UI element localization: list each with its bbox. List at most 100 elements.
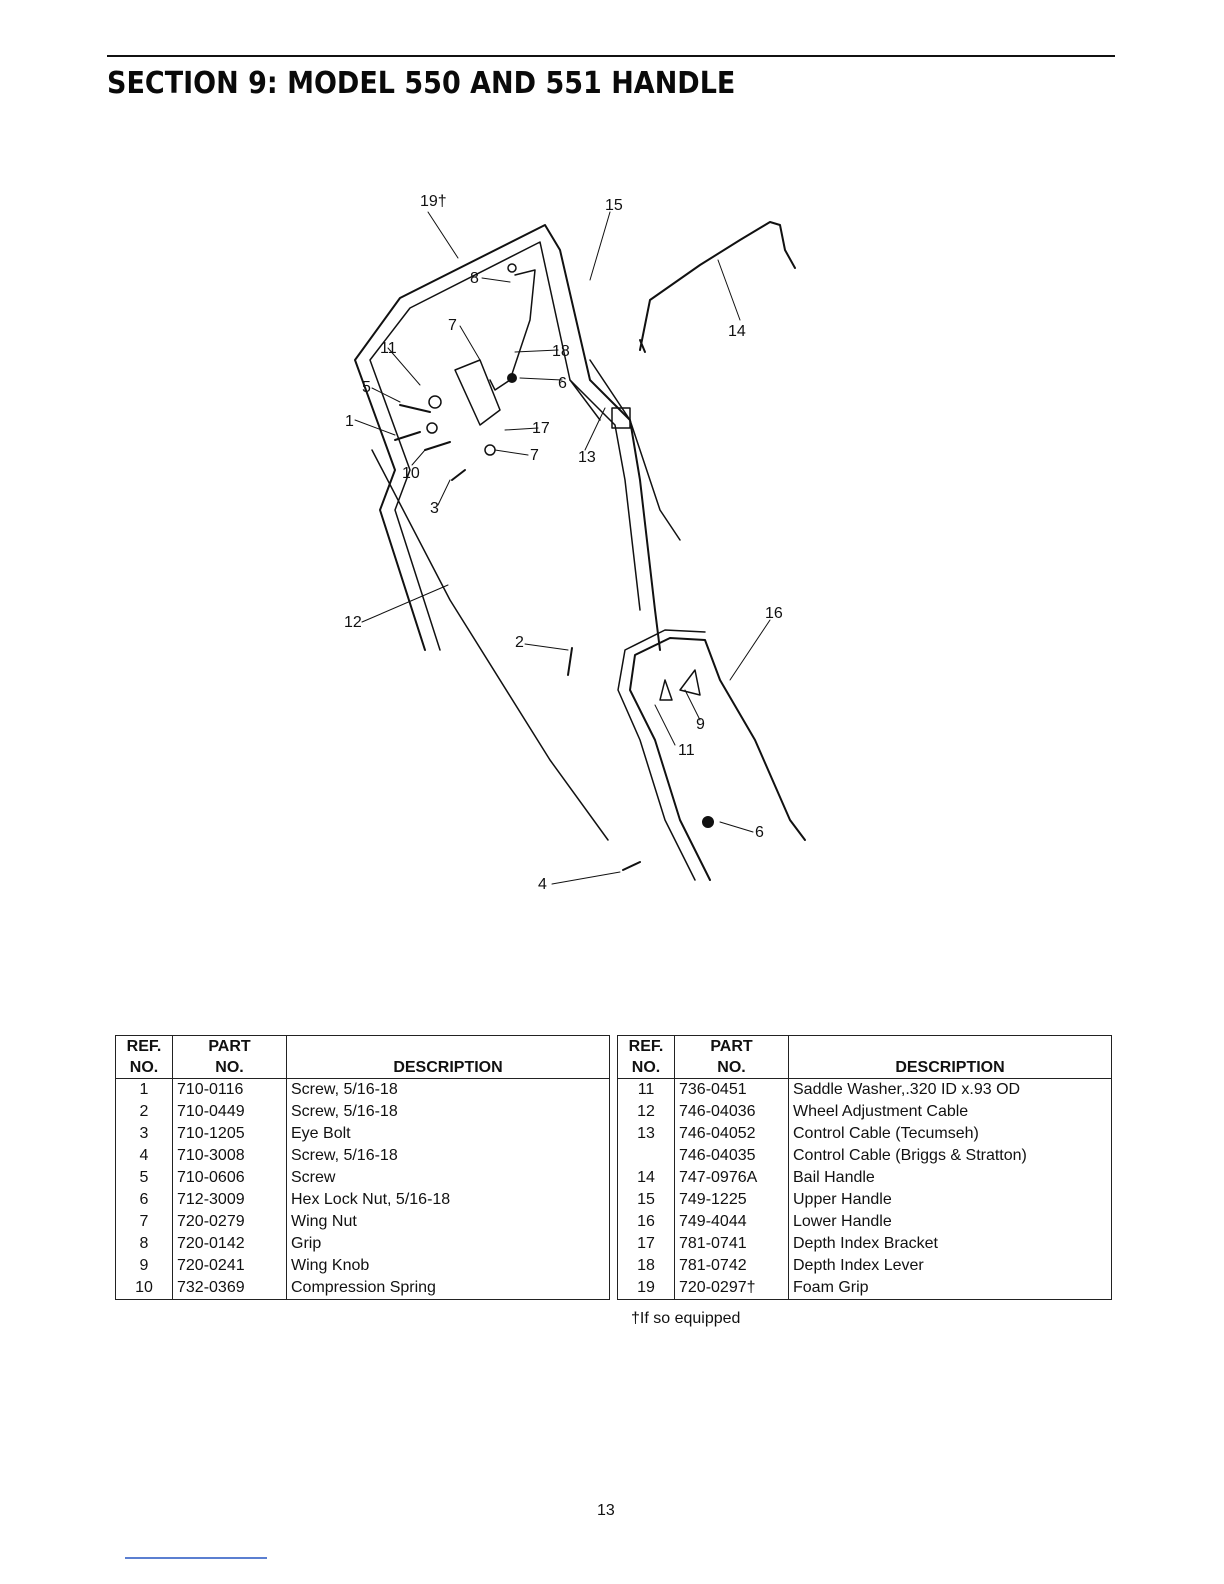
cell-description: Screw, 5/16-18 — [286, 1145, 610, 1167]
cell-description: Depth Index Bracket — [788, 1233, 1112, 1255]
cell-part-no: 710-0449 — [172, 1101, 287, 1123]
cell-description: Compression Spring — [286, 1277, 610, 1300]
cell-ref-no: 5 — [115, 1167, 173, 1189]
footnote: †If so equipped — [631, 1310, 741, 1327]
lower-handle-part — [629, 637, 806, 881]
cell-ref-no: 16 — [617, 1211, 675, 1233]
cell-ref-no: 17 — [617, 1233, 675, 1255]
cell-description: Control Cable (Briggs & Stratton) — [788, 1145, 1112, 1167]
cell-ref-no: 19 — [617, 1277, 675, 1300]
cell-ref-no: 1 — [115, 1078, 173, 1101]
cell-ref-no: 18 — [617, 1255, 675, 1277]
cell-part-no: 746-04052 — [674, 1123, 789, 1145]
callout-6-lower: 6 — [755, 824, 764, 841]
control-cable-part — [589, 359, 681, 541]
callout-12: 12 — [344, 614, 362, 631]
cell-ref-no: 8 — [115, 1233, 173, 1255]
cell-ref-no: 12 — [617, 1101, 675, 1123]
cell-part-no: 720-0241 — [172, 1255, 287, 1277]
cell-part-no: 749-4044 — [674, 1211, 789, 1233]
cell-part-no: 732-0369 — [172, 1277, 287, 1300]
callout-9: 9 — [696, 716, 705, 733]
callout-18: 18 — [552, 343, 570, 360]
cell-description: Foam Grip — [788, 1277, 1112, 1300]
cell-description: Screw — [286, 1167, 610, 1189]
page-title: SECTION 9: MODEL 550 AND 551 HANDLE — [107, 66, 736, 101]
cell-description: Wheel Adjustment Cable — [788, 1101, 1112, 1123]
cell-part-no: 736-0451 — [674, 1078, 789, 1101]
callout-19: 19† — [420, 193, 447, 210]
page-number: 13 — [597, 1502, 615, 1519]
cell-ref-no: 9 — [115, 1255, 173, 1277]
cell-description: Depth Index Lever — [788, 1255, 1112, 1277]
cell-ref-no: 10 — [115, 1277, 173, 1300]
cell-description: Saddle Washer,.320 ID x.93 OD — [788, 1078, 1112, 1101]
cell-description: Lower Handle — [788, 1211, 1112, 1233]
bottom-link-underline — [125, 1557, 267, 1559]
callout-8: 8 — [470, 270, 479, 287]
callout-11-upper: 11 — [380, 340, 397, 357]
header-description: DESCRIPTION — [788, 1035, 1112, 1079]
cell-part-no: 749-1225 — [674, 1189, 789, 1211]
cell-ref-no: 11 — [617, 1078, 675, 1101]
callout-11-lower: 11 — [678, 742, 695, 759]
callout-7-lower: 7 — [530, 447, 539, 464]
callout-13: 13 — [578, 449, 596, 466]
cell-description: Upper Handle — [788, 1189, 1112, 1211]
exploded-parts-diagram: 19† 15 14 8 7 11 18 5 6 1 17 7 13 10 3 1… — [300, 180, 860, 900]
upper-handle-part — [354, 224, 661, 651]
callout-7-upper: 7 — [448, 317, 457, 334]
cell-part-no: 781-0741 — [674, 1233, 789, 1255]
callout-5: 5 — [362, 379, 371, 396]
cell-ref-no: 6 — [115, 1189, 173, 1211]
cell-ref-no — [617, 1145, 675, 1167]
cell-part-no: 720-0142 — [172, 1233, 287, 1255]
cell-part-no: 712-3009 — [172, 1189, 287, 1211]
callout-17: 17 — [532, 420, 550, 437]
cell-ref-no: 3 — [115, 1123, 173, 1145]
callout-10: 10 — [402, 465, 420, 482]
cell-description: Screw, 5/16-18 — [286, 1101, 610, 1123]
cell-description: Grip — [286, 1233, 610, 1255]
cell-part-no: 720-0297† — [674, 1277, 789, 1300]
cell-description: Control Cable (Tecumseh) — [788, 1123, 1112, 1145]
bail-handle-part — [639, 221, 796, 351]
header-ref-no: REF.NO. — [617, 1035, 675, 1079]
callout-2: 2 — [515, 634, 524, 651]
callout-4: 4 — [538, 876, 547, 893]
callout-15: 15 — [605, 197, 623, 214]
cell-description: Bail Handle — [788, 1167, 1112, 1189]
cell-part-no: 710-0116 — [172, 1078, 287, 1101]
callout-1: 1 — [345, 413, 354, 430]
cell-part-no: 720-0279 — [172, 1211, 287, 1233]
wheel-adjustment-cable-part — [371, 449, 609, 841]
cell-ref-no: 13 — [617, 1123, 675, 1145]
cell-ref-no: 14 — [617, 1167, 675, 1189]
callout-6-upper: 6 — [558, 375, 567, 392]
callout-14: 14 — [728, 323, 746, 340]
cell-description: Eye Bolt — [286, 1123, 610, 1145]
header-ref-no: REF.NO. — [115, 1035, 173, 1079]
cell-description: Screw, 5/16-18 — [286, 1078, 610, 1101]
cell-part-no: 710-3008 — [172, 1145, 287, 1167]
cell-part-no: 781-0742 — [674, 1255, 789, 1277]
